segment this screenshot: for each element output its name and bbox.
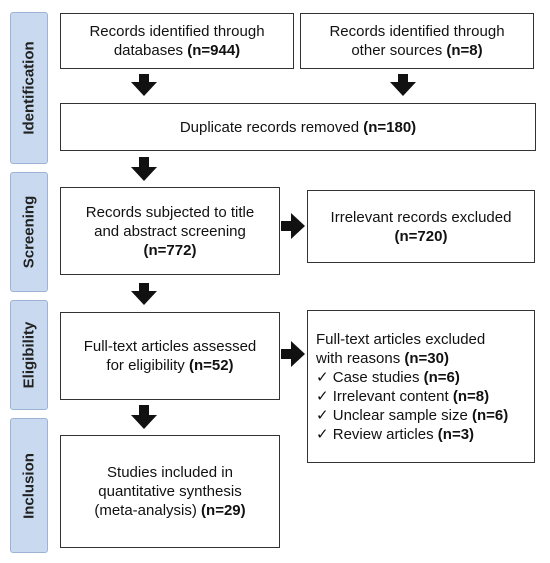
arrow-down-icon — [390, 74, 416, 96]
fulltext-count: (n=52) — [188, 357, 234, 374]
screened-line1: Records subjected to title — [85, 203, 255, 221]
stage-tab-identification: Identification — [10, 12, 48, 164]
arrow-down-icon — [131, 283, 157, 305]
databases-count: (n=944) — [187, 42, 241, 59]
box-fulltext-excluded: Full-text articles excluded with reasons… — [307, 310, 535, 463]
box-fulltext-assessed: Full-text articles assessed for eligibil… — [60, 312, 280, 400]
reason-item: ✓ Unclear sample size (n=6) — [316, 406, 509, 424]
arrow-down-icon — [131, 74, 157, 96]
excluded-count: (n=30) — [404, 349, 449, 367]
box-duplicates-removed: Duplicate records removed (n=180) — [60, 103, 536, 151]
fulltext-line1: Full-text articles assessed — [83, 338, 257, 355]
arrow-down-icon — [131, 157, 157, 181]
arrow-down-icon — [131, 405, 157, 429]
other-sources-count: (n=8) — [446, 42, 483, 59]
other-sources-line2: other sources (n=8) — [351, 42, 483, 59]
included-line1: Studies included in — [107, 464, 233, 481]
stage-tab-eligibility: Eligibility — [10, 300, 48, 410]
reason-item: ✓ Case studies (n=6) — [316, 368, 460, 386]
box-records-databases: Records identified through databases (n=… — [60, 13, 294, 69]
databases-line1: Records identified through — [89, 23, 265, 40]
arrow-right-icon — [281, 213, 305, 239]
other-sources-line1: Records identified through — [329, 23, 505, 40]
reason-item: ✓ Review articles (n=3) — [316, 425, 475, 443]
fulltext-line2: for eligibility (n=52) — [106, 357, 234, 374]
screened-line2: and abstract screening — [94, 222, 246, 240]
irrelevant-count: (n=720) — [394, 227, 448, 245]
databases-line2: databases (n=944) — [113, 42, 241, 59]
box-records-other-sources: Records identified through other sources… — [300, 13, 534, 69]
check-icon: ✓ — [316, 387, 329, 405]
reason-item: ✓ Irrelevant content (n=8) — [316, 387, 490, 405]
duplicates-count: (n=180) — [363, 118, 417, 136]
included-line3: (meta-analysis) (n=29) — [94, 502, 246, 519]
box-records-screened: Records subjected to title and abstract … — [60, 187, 280, 275]
included-count: (n=29) — [201, 502, 246, 519]
check-icon: ✓ — [316, 425, 329, 443]
stage-tab-inclusion: Inclusion — [10, 418, 48, 553]
screened-count: (n=772) — [143, 241, 197, 259]
excluded-line1: Full-text articles excluded — [316, 330, 486, 348]
duplicates-line: Duplicate records removed (n=180) — [179, 118, 417, 136]
irrelevant-line1: Irrelevant records excluded — [330, 208, 512, 226]
excluded-line2: with reasons (n=30) — [316, 349, 449, 367]
stage-tab-screening: Screening — [10, 172, 48, 292]
arrow-right-icon — [281, 341, 305, 367]
check-icon: ✓ — [316, 406, 329, 424]
box-irrelevant-excluded: Irrelevant records excluded (n=720) — [307, 190, 535, 263]
check-icon: ✓ — [316, 368, 329, 386]
included-line2: quantitative synthesis — [98, 483, 242, 500]
box-studies-included: Studies included in quantitative synthes… — [60, 435, 280, 548]
